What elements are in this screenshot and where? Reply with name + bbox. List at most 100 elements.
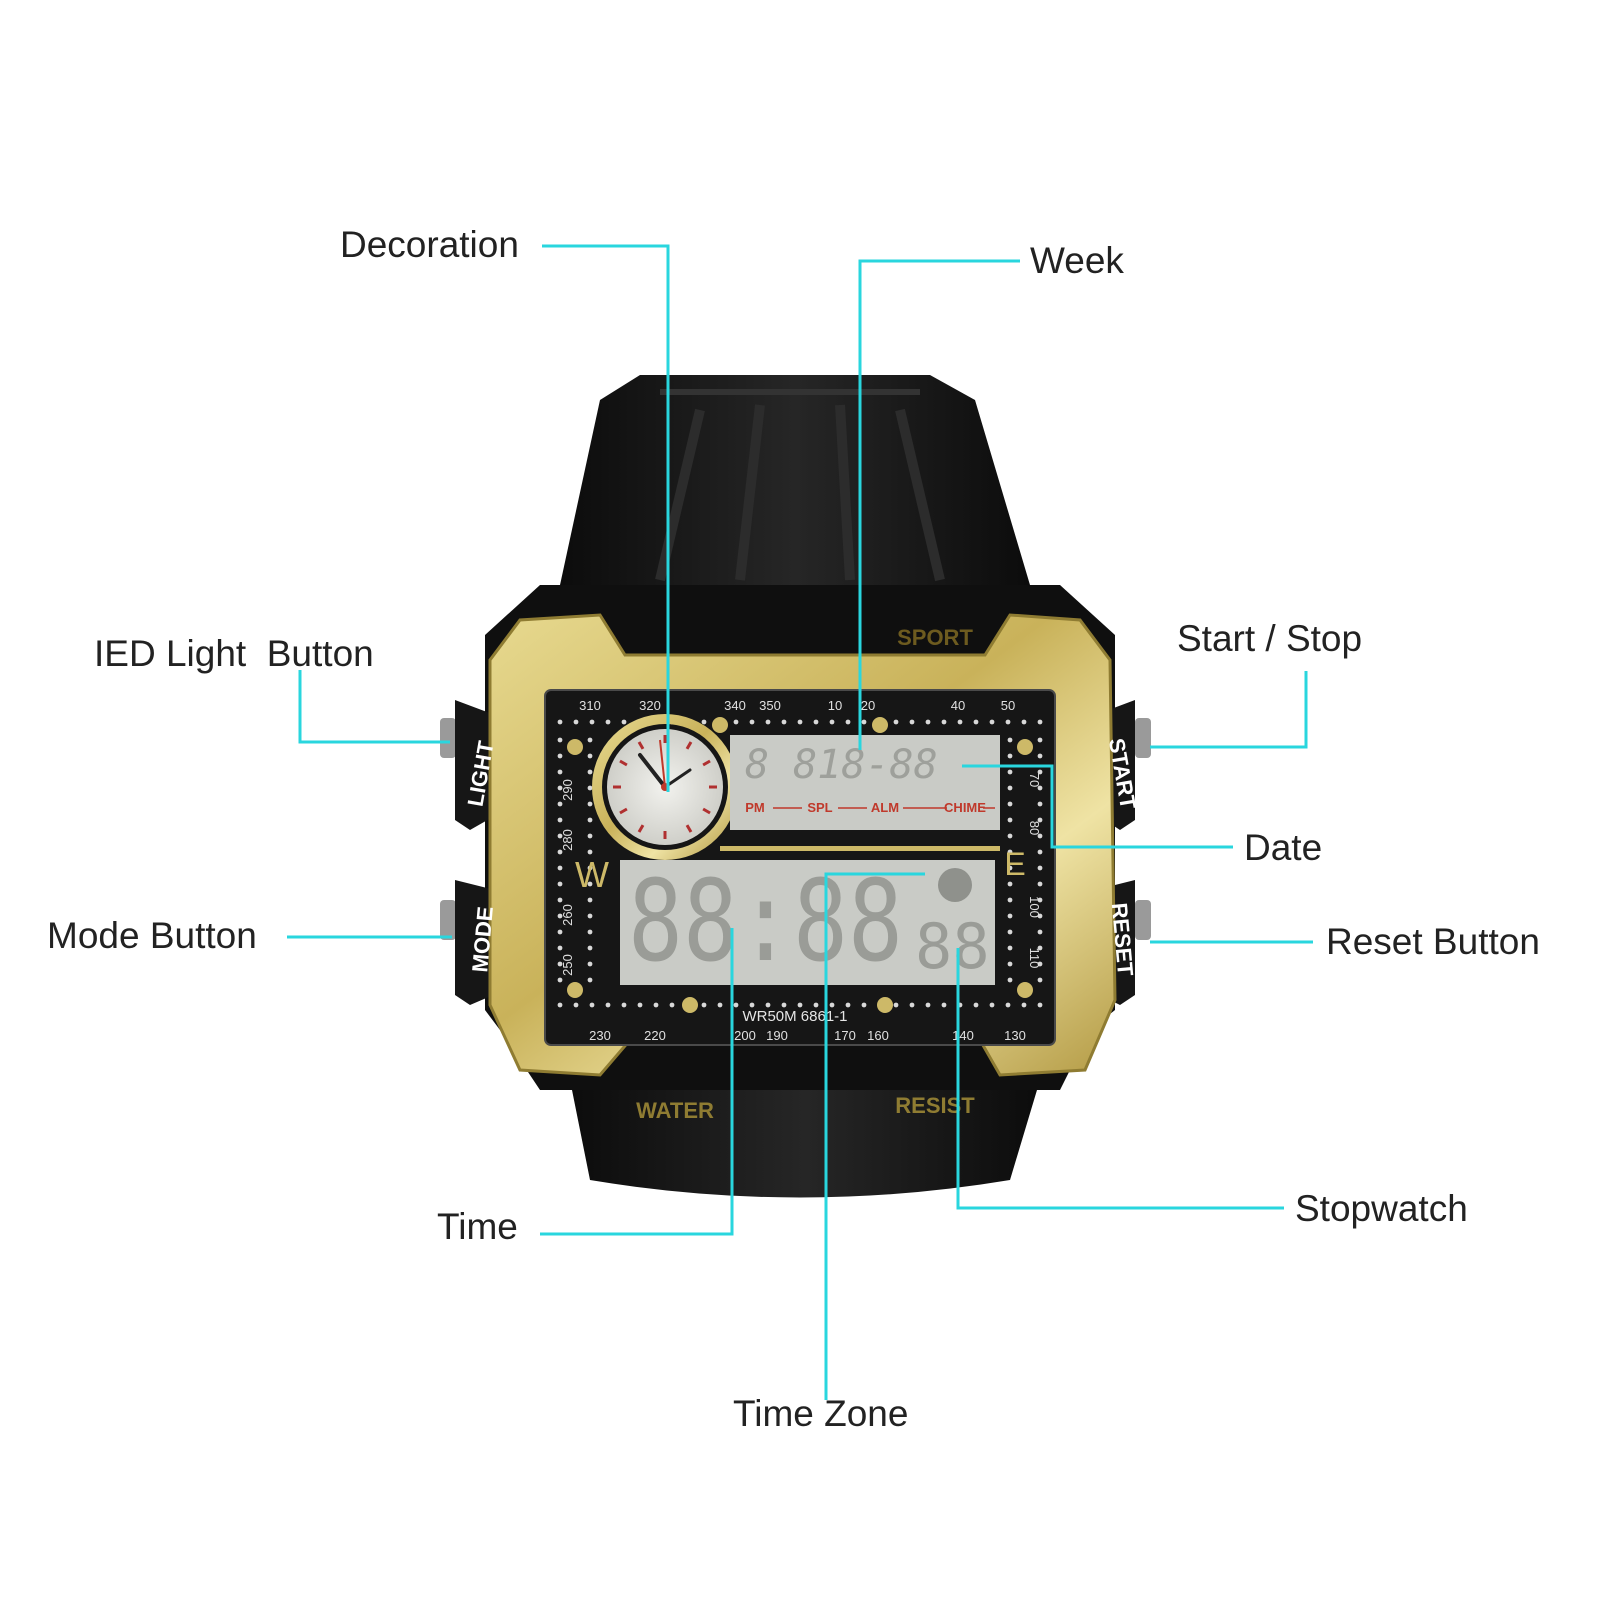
scale-bottom-label: 200 — [734, 1028, 756, 1043]
indicator-bg — [802, 799, 838, 815]
label-time-zone: Time Zone — [733, 1393, 909, 1434]
dial-tick — [637, 824, 645, 833]
face-dot — [587, 769, 593, 775]
lcd-seconds-digits: 88 — [915, 910, 990, 983]
label-reset-button: Reset Button — [1326, 921, 1540, 962]
face-gold-dot — [1017, 739, 1033, 755]
face-dot — [605, 1002, 611, 1008]
face-dot — [829, 1002, 835, 1008]
face-dot — [909, 719, 915, 725]
scale-right-label: 110 — [1027, 948, 1042, 969]
face-dot — [587, 929, 593, 935]
face-dot — [781, 1002, 787, 1008]
face-dot — [587, 817, 593, 823]
face-dot — [557, 817, 563, 823]
face-dot — [1037, 753, 1043, 759]
face-dot — [1037, 737, 1043, 743]
face-dot — [829, 719, 835, 725]
face-dot — [1005, 719, 1011, 725]
label-led-light-button: IED Light Button — [94, 633, 374, 674]
face-gold-dot — [877, 997, 893, 1013]
face-dot — [1007, 977, 1013, 983]
face-dot — [973, 719, 979, 725]
face-dot — [1021, 719, 1027, 725]
face-dot — [587, 865, 593, 871]
scale-bottom-label: 190 — [766, 1028, 788, 1043]
face-dot — [893, 719, 899, 725]
face-dot — [621, 1002, 627, 1008]
face-dot — [587, 737, 593, 743]
strap-bottom — [570, 1080, 1040, 1198]
scale-top-label: 50 — [1001, 698, 1015, 713]
indicator-label: CHIME — [944, 800, 986, 815]
face-dot — [1037, 817, 1043, 823]
face-dot — [557, 849, 563, 855]
scale-bottom-label: 160 — [867, 1028, 889, 1043]
scale-bottom-label: 140 — [952, 1028, 974, 1043]
face-dot — [1037, 913, 1043, 919]
face-dot — [797, 1002, 803, 1008]
face-dot — [925, 1002, 931, 1008]
face-dot — [1007, 849, 1013, 855]
leader-decoration — [542, 244, 670, 792]
dial-tick — [702, 759, 711, 767]
face-dot — [1007, 913, 1013, 919]
scale-right-label: 80 — [1027, 821, 1042, 835]
face-gold-dot — [872, 717, 888, 733]
dial-tick — [619, 759, 628, 767]
face-dot — [621, 719, 627, 725]
dial-tick — [685, 824, 693, 833]
label-stopwatch: Stopwatch — [1295, 1188, 1468, 1229]
face-dot — [573, 1002, 579, 1008]
face-dot — [941, 719, 947, 725]
leader-week — [858, 259, 1020, 750]
face-dot — [1007, 737, 1013, 743]
scale-top-label: 10 — [828, 698, 842, 713]
scale-top-label: 340 — [724, 698, 746, 713]
bezel-resist-text: RESIST — [895, 1093, 975, 1118]
face-dot — [861, 1002, 867, 1008]
face-dot — [557, 769, 563, 775]
face-dot — [587, 913, 593, 919]
face-dot — [765, 719, 771, 725]
scale-left-label: 290 — [560, 779, 575, 801]
face-dot — [1037, 1002, 1043, 1008]
face-dot — [557, 961, 563, 967]
indicator-label: SPL — [807, 800, 832, 815]
face-dot — [813, 719, 819, 725]
scale-bottom-label: 220 — [644, 1028, 666, 1043]
scale-top-label: 320 — [639, 698, 661, 713]
leader-time — [540, 928, 734, 1236]
face-dot — [909, 1002, 915, 1008]
scale-top-label: 310 — [579, 698, 601, 713]
face-dot — [1007, 945, 1013, 951]
leader-lines — [287, 244, 1313, 1400]
face-dot — [1007, 817, 1013, 823]
dial-tick — [619, 807, 628, 815]
face-dot — [845, 1002, 851, 1008]
face-dot — [1007, 865, 1013, 871]
bezel-water-text: WATER — [636, 1098, 714, 1123]
scale-bottom-label: 130 — [1004, 1028, 1026, 1043]
face-dot — [1021, 1002, 1027, 1008]
face-dot — [733, 1002, 739, 1008]
dial-tick — [702, 807, 711, 815]
leader-time-zone — [824, 872, 925, 1400]
face-dot — [1007, 769, 1013, 775]
face-dot — [587, 753, 593, 759]
decoration-dial — [592, 714, 738, 860]
lcd-globe-icon — [938, 868, 972, 902]
face-dot — [749, 719, 755, 725]
face-dot — [557, 945, 563, 951]
compass-e: E — [1004, 846, 1025, 882]
face-dot — [587, 849, 593, 855]
lcd-week-date-digits: 8 818-88 — [745, 742, 938, 788]
face-dot — [1037, 929, 1043, 935]
scale-left-label: 280 — [560, 829, 575, 851]
face-dot — [587, 961, 593, 967]
face-gold-dot — [567, 739, 583, 755]
